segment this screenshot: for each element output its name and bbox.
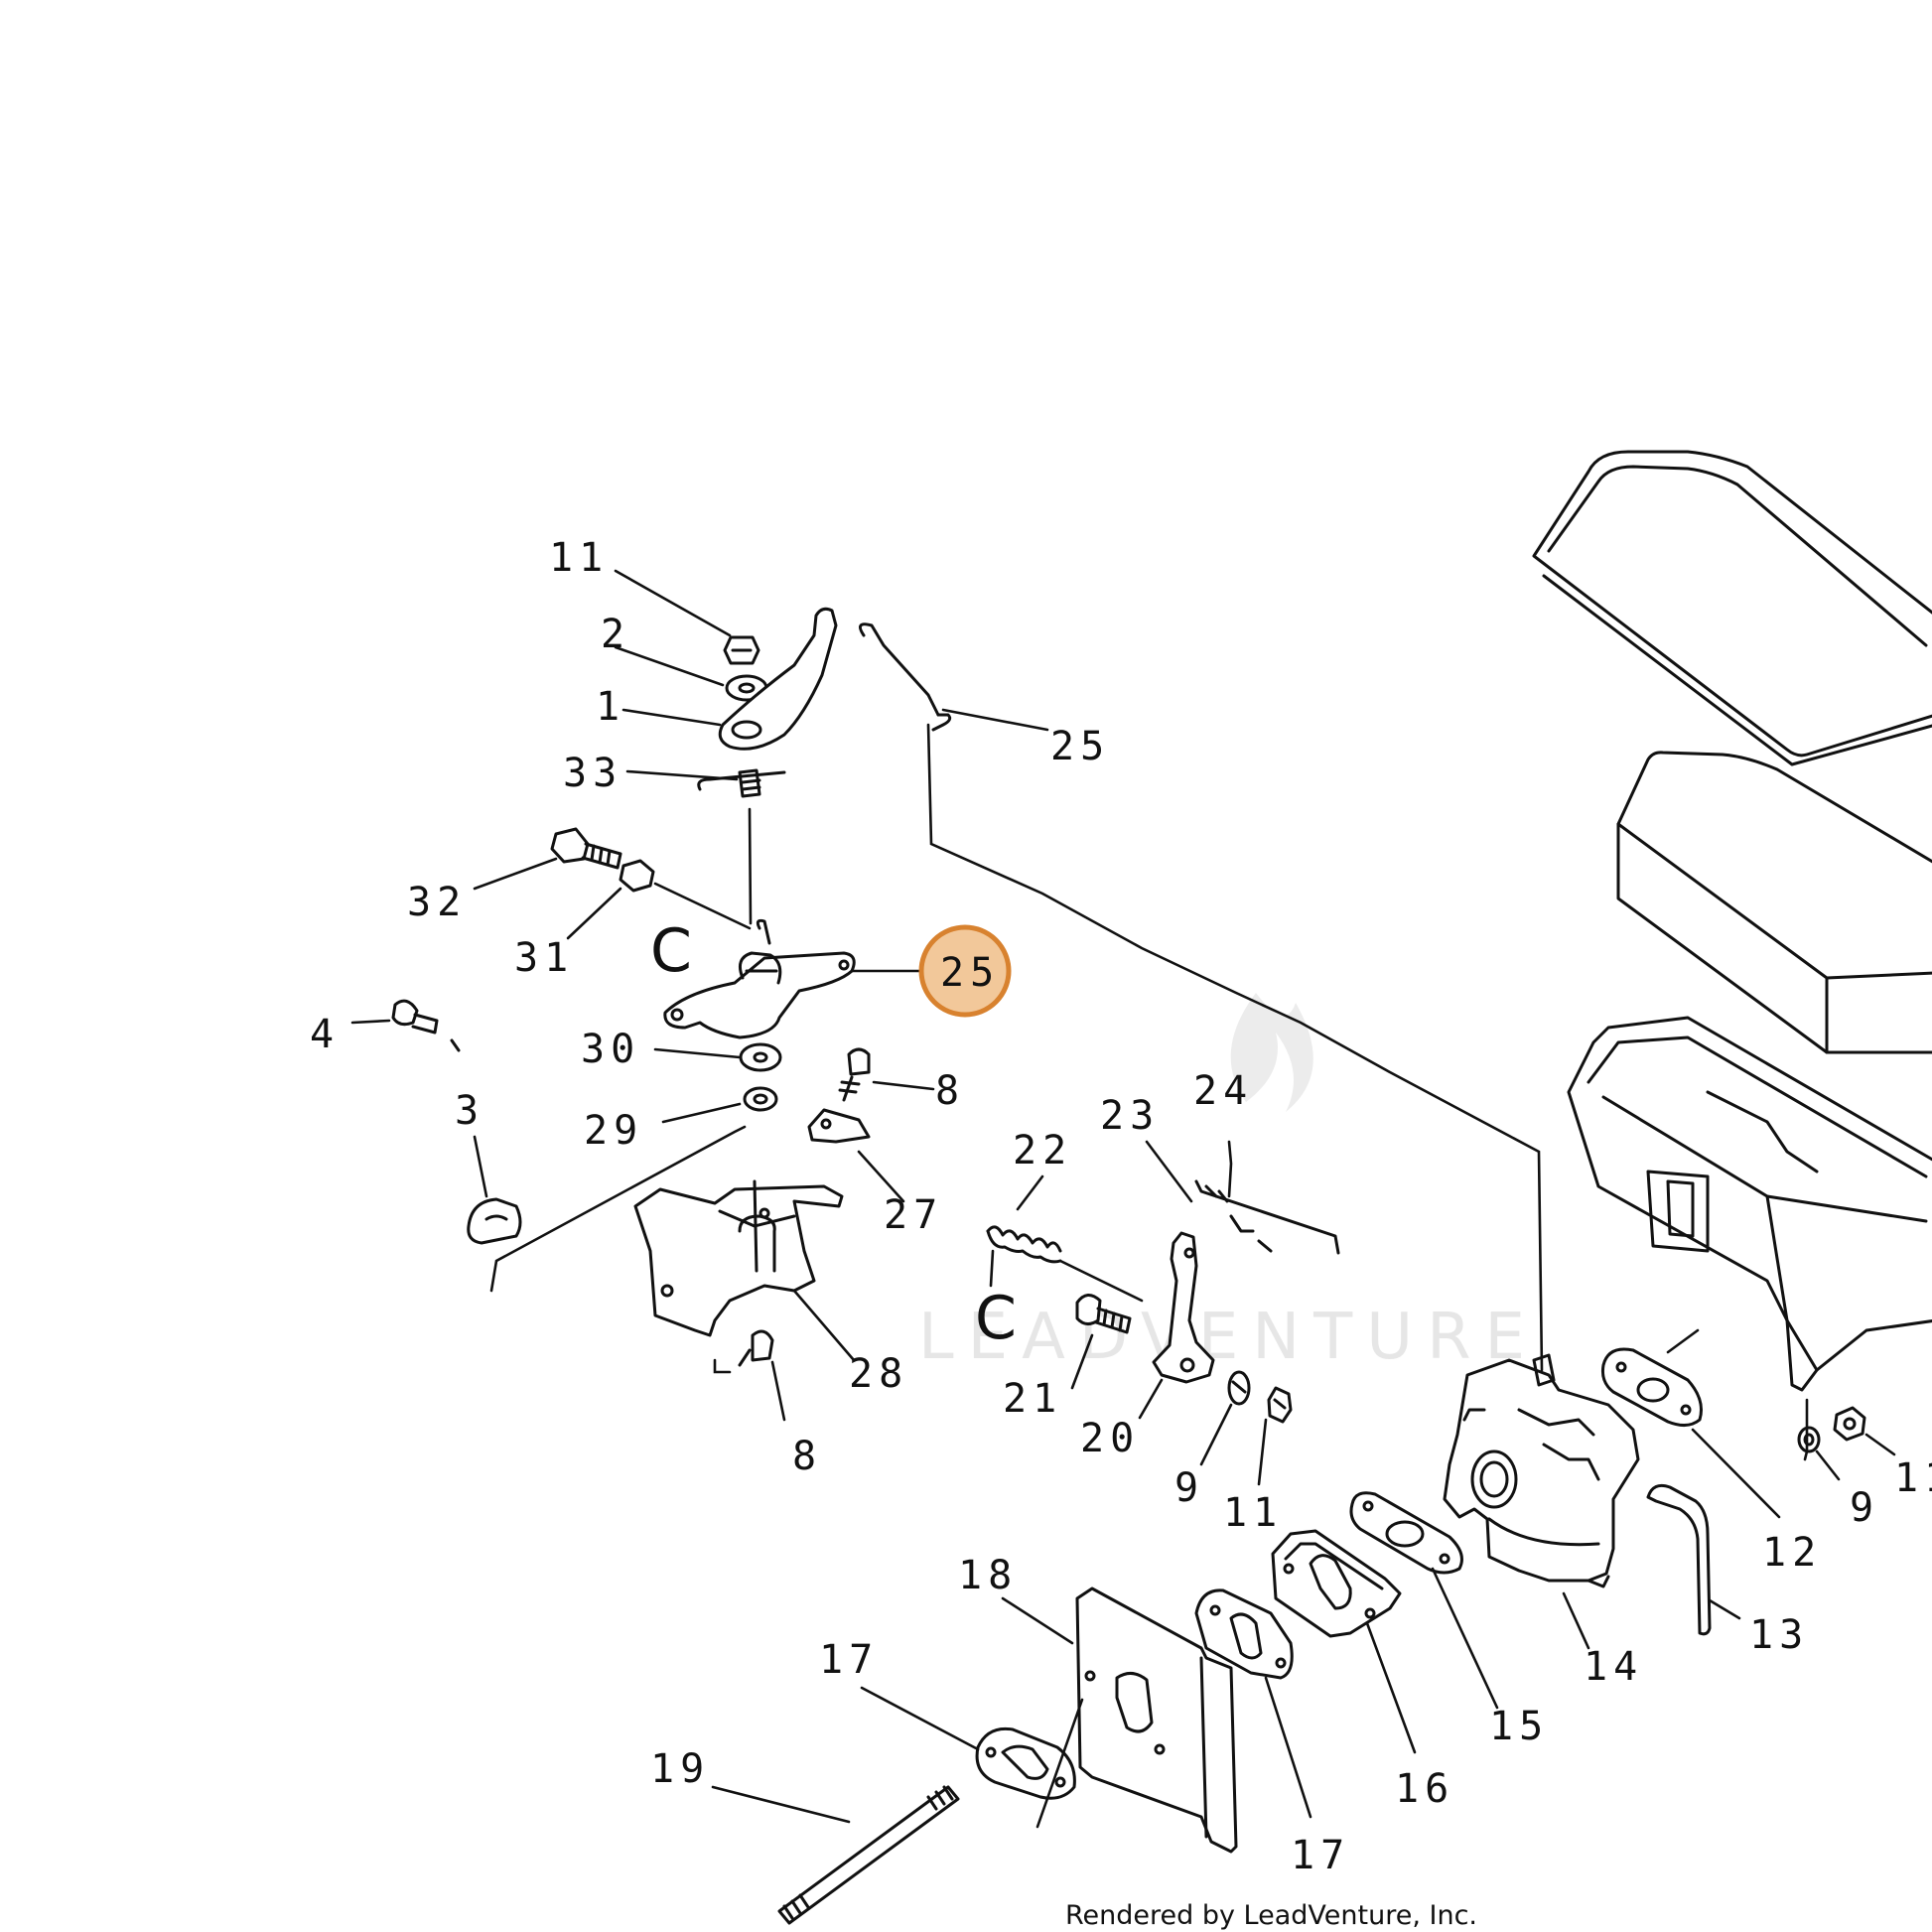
callout-labels: 11 2 1 33 25 32 31 C 25 4 30 8 3 29 27 2…: [310, 535, 1932, 1878]
air-cleaner-base: [1567, 1016, 1932, 1392]
callout-11-center[interactable]: 11: [1223, 1490, 1283, 1536]
callout-14[interactable]: 14: [1584, 1644, 1643, 1690]
callout-19[interactable]: 19: [650, 1746, 710, 1792]
part-31-nut: [619, 859, 655, 893]
callout-9-right[interactable]: 9: [1850, 1485, 1879, 1531]
callout-25-upper[interactable]: 25: [1050, 724, 1110, 769]
part-3-clip: [467, 1197, 522, 1245]
callout-29[interactable]: 29: [584, 1108, 643, 1154]
air-cleaner-cover: [1532, 450, 1932, 766]
part-28-control-bracket: [633, 1179, 844, 1337]
part-22-spring: [986, 1225, 1062, 1264]
callout-9-center[interactable]: 9: [1174, 1465, 1204, 1511]
callout-c-upper[interactable]: C: [650, 916, 692, 986]
part-4-screw: [391, 999, 461, 1052]
part-33-spring-clip: [697, 768, 786, 798]
part-8-screw-lower: [713, 1329, 774, 1374]
part-8-screw-upper: [838, 1047, 871, 1102]
callout-33[interactable]: 33: [563, 751, 622, 796]
part-26-governor-arm: [663, 918, 856, 1039]
callout-11-right[interactable]: 11: [1894, 1455, 1932, 1501]
part-32-bolt: [550, 827, 622, 870]
part-11-nut: [723, 635, 760, 665]
callout-1[interactable]: 1: [596, 684, 625, 730]
part-11-nut-center: [1267, 1386, 1293, 1424]
part-20-throttle-lever: [1152, 1231, 1215, 1384]
part-9-lockwasher-right: [1797, 1426, 1821, 1453]
render-credit: Rendered by LeadVenture, Inc.: [1065, 1900, 1477, 1931]
callout-11[interactable]: 11: [549, 535, 609, 581]
part-13-breather-tube: [1646, 1483, 1712, 1636]
governor-shaft-line: [748, 807, 753, 925]
part-21-screw: [1075, 1294, 1132, 1334]
callout-8-lower[interactable]: 8: [792, 1434, 822, 1479]
part-16-insulator: [1271, 1529, 1402, 1638]
callout-28[interactable]: 28: [849, 1351, 908, 1397]
watermark-logo-icon: [1230, 993, 1313, 1112]
part-14-carburetor: [1443, 1353, 1640, 1588]
callout-27[interactable]: 27: [884, 1192, 943, 1238]
callout-25-highlighted[interactable]: 25: [940, 950, 1000, 996]
callout-c-lower[interactable]: C: [975, 1284, 1017, 1353]
callout-23[interactable]: 23: [1100, 1093, 1160, 1139]
callout-31[interactable]: 31: [514, 935, 574, 981]
air-filter-element: [1616, 751, 1932, 1054]
part-29-washer: [743, 1086, 778, 1112]
callout-32[interactable]: 32: [407, 880, 467, 925]
callout-2[interactable]: 2: [601, 612, 630, 657]
callout-17-lower[interactable]: 17: [1291, 1833, 1350, 1878]
part-18-heat-shield: [1075, 1587, 1238, 1854]
part-27-plate: [807, 1108, 871, 1144]
callout-24[interactable]: 24: [1193, 1068, 1253, 1114]
callout-12[interactable]: 12: [1762, 1530, 1822, 1576]
callout-8-upper[interactable]: 8: [935, 1068, 965, 1114]
part-25-governor-link: [926, 723, 1544, 1372]
part-9-lockwasher: [1227, 1370, 1251, 1406]
part-25-link-upper: [858, 622, 952, 732]
callout-18[interactable]: 18: [958, 1553, 1018, 1598]
callout-21[interactable]: 21: [1003, 1376, 1062, 1422]
part-12-gasket: [1601, 1347, 1703, 1427]
part-17-gasket-upper: [1194, 1588, 1294, 1680]
callout-4[interactable]: 4: [310, 1012, 340, 1057]
highlight-ring-25[interactable]: [918, 924, 1012, 1018]
part-15-gasket: [1349, 1491, 1463, 1575]
part-30-washer: [739, 1042, 782, 1072]
callout-15[interactable]: 15: [1489, 1704, 1549, 1749]
part-24-throttle-link: [1194, 1179, 1340, 1255]
part-17-gasket-lower: [975, 1726, 1076, 1800]
part-1-governor-lever: [718, 607, 838, 751]
part-19-stud: [777, 1785, 960, 1925]
callout-20[interactable]: 20: [1080, 1416, 1140, 1461]
watermark-text: LEADVENTURE: [918, 1301, 1539, 1374]
callout-16[interactable]: 16: [1395, 1766, 1454, 1812]
part-11-nut-right: [1833, 1406, 1866, 1442]
callout-22[interactable]: 22: [1013, 1128, 1072, 1173]
callout-3[interactable]: 3: [455, 1088, 484, 1134]
callout-30[interactable]: 30: [581, 1027, 640, 1072]
callout-13[interactable]: 13: [1749, 1612, 1809, 1658]
callout-17-upper[interactable]: 17: [819, 1637, 879, 1683]
leader-lines: [350, 569, 1896, 1829]
watermark: LEADVENTURE: [918, 993, 1539, 1374]
